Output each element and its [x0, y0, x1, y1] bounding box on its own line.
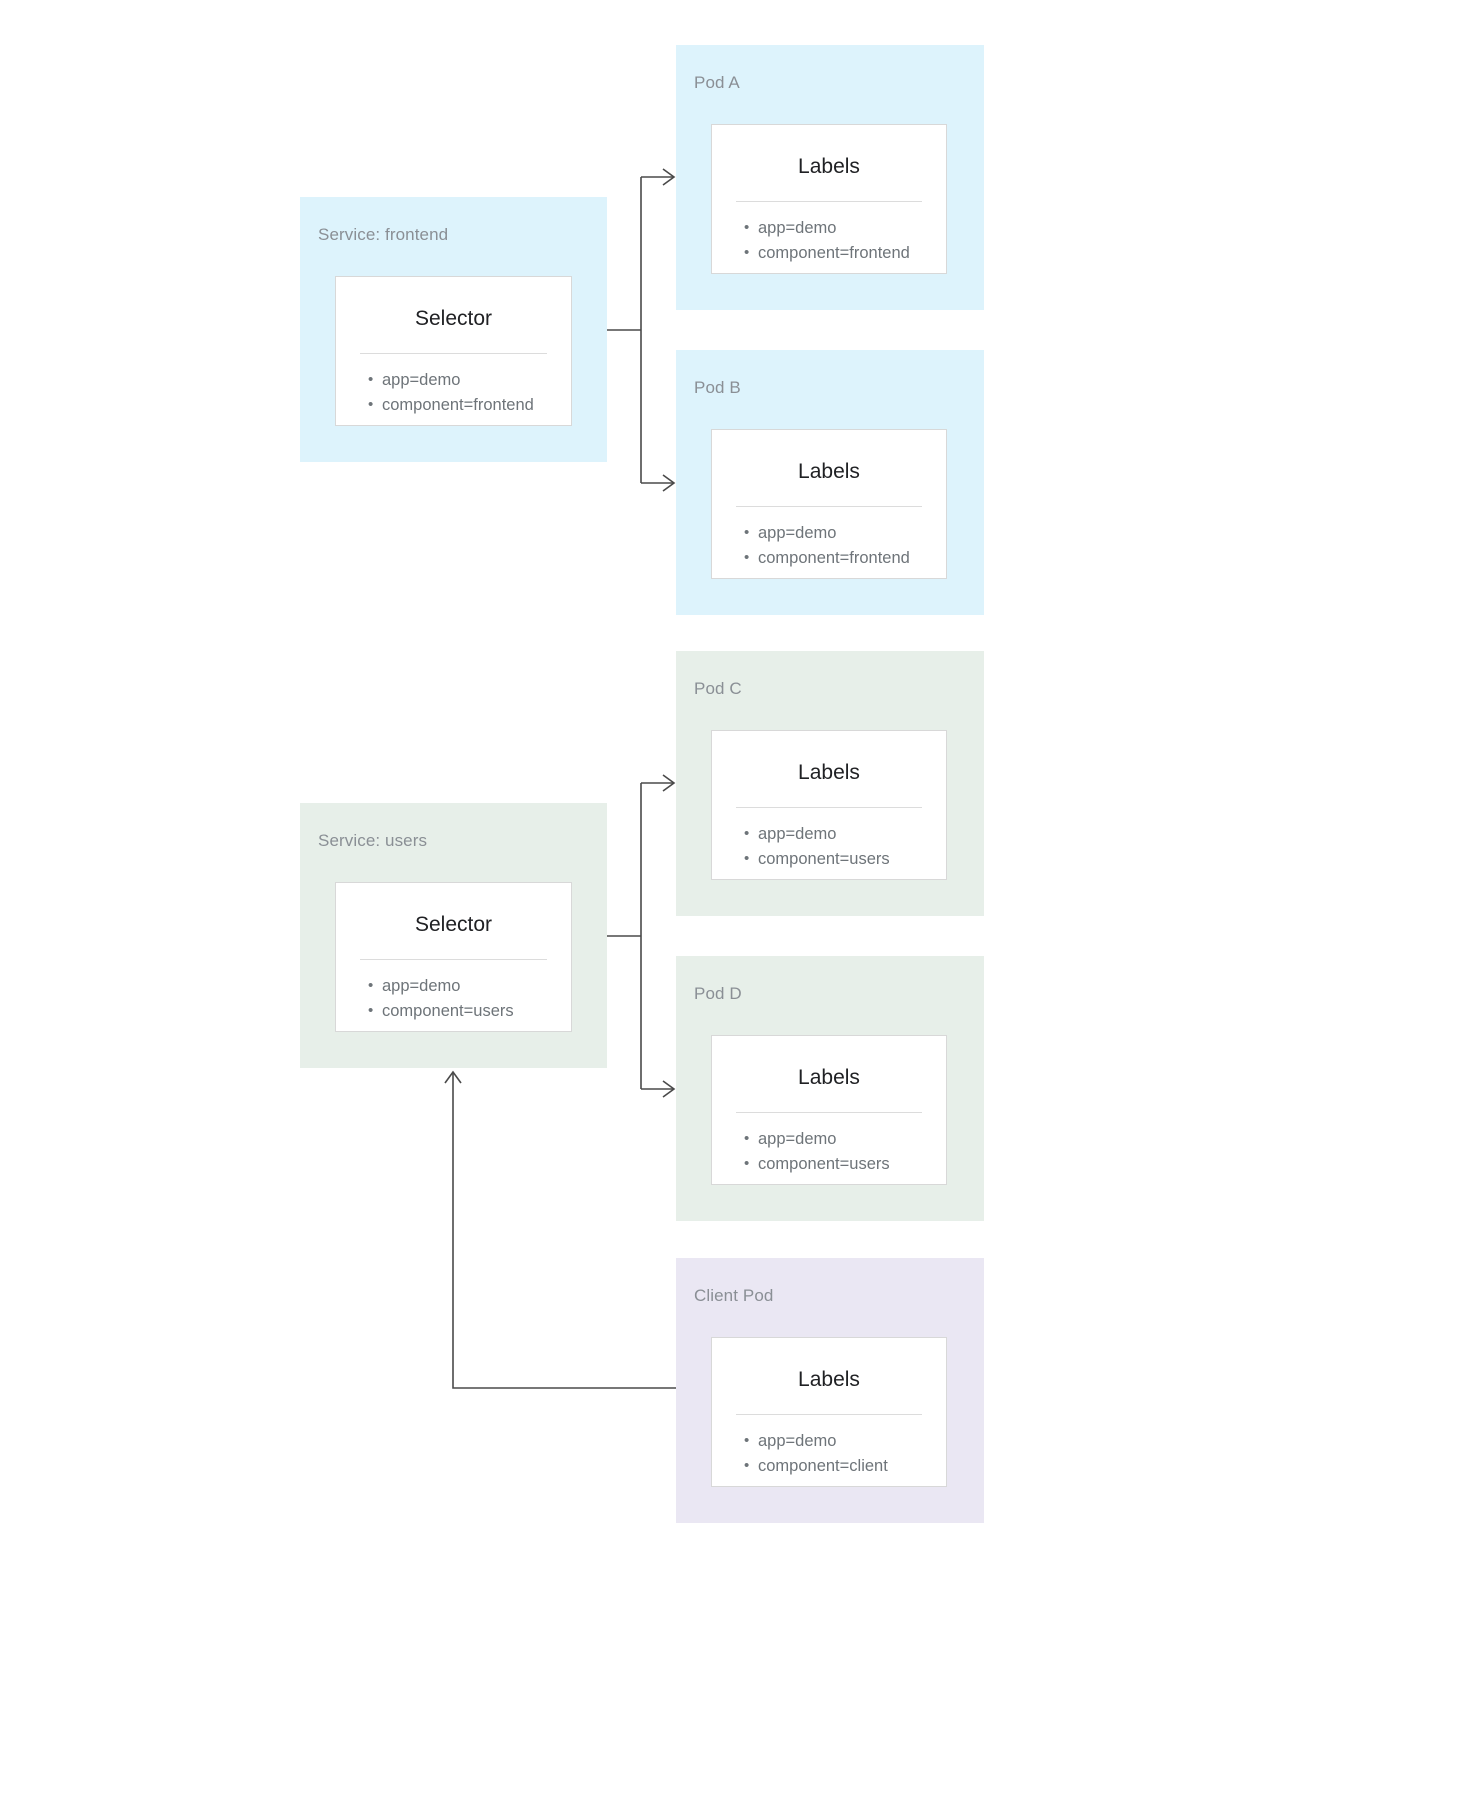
- labels-card-title: Labels: [798, 1066, 860, 1089]
- pod-b-title: Pod B: [694, 378, 741, 397]
- list-item: app=demo: [744, 215, 946, 241]
- labels-card-title: Labels: [798, 460, 860, 483]
- arrow-head-pod-d: [662, 1080, 676, 1098]
- card-divider: [736, 1112, 922, 1113]
- selector-card-title: Selector: [414, 307, 493, 330]
- pod-d-label-list: app=demo component=users: [712, 1113, 946, 1177]
- client-pod-group: Client Pod Labels app=demo component=cli…: [676, 1258, 984, 1523]
- pod-d-group: Pod D Labels app=demo component=users: [676, 956, 984, 1221]
- list-item: component=users: [744, 846, 946, 872]
- list-item: component=frontend: [368, 392, 571, 418]
- pod-a-label-list: app=demo component=frontend: [712, 202, 946, 266]
- client-to-users-wire: [452, 1072, 676, 1389]
- list-item: component=users: [368, 998, 571, 1024]
- card-divider: [736, 201, 922, 202]
- selector-label-list: app=demo component=frontend: [336, 354, 571, 418]
- pod-b-label-list: app=demo component=frontend: [712, 507, 946, 571]
- pod-c-title: Pod C: [694, 679, 742, 698]
- labels-card-title: Labels: [798, 1368, 860, 1391]
- pod-a-group: Pod A Labels app=demo component=frontend: [676, 45, 984, 310]
- arrow-head-service-users: [444, 1070, 462, 1084]
- client-pod-title: Client Pod: [694, 1286, 774, 1305]
- client-pod-labels-card: Labels app=demo component=client: [711, 1337, 947, 1487]
- pod-a-title: Pod A: [694, 73, 740, 92]
- list-item: app=demo: [744, 1428, 946, 1454]
- pod-c-group: Pod C Labels app=demo component=users: [676, 651, 984, 916]
- list-item: component=frontend: [744, 240, 946, 266]
- list-item: component=frontend: [744, 545, 946, 571]
- pod-d-title: Pod D: [694, 984, 742, 1003]
- card-divider: [360, 353, 547, 354]
- selector-label-list: app=demo component=users: [336, 960, 571, 1024]
- arrow-head-pod-b: [662, 474, 676, 492]
- service-users-group: Service: users Selector app=demo compone…: [300, 803, 607, 1068]
- list-item: app=demo: [368, 367, 571, 393]
- pod-b-labels-card: Labels app=demo component=frontend: [711, 429, 947, 579]
- labels-card-title: Labels: [798, 761, 860, 784]
- list-item: app=demo: [744, 520, 946, 546]
- list-item: app=demo: [744, 821, 946, 847]
- service-users-selector-card: Selector app=demo component=users: [335, 882, 572, 1032]
- card-divider: [736, 807, 922, 808]
- arrow-head-pod-a: [662, 168, 676, 186]
- pod-c-label-list: app=demo component=users: [712, 808, 946, 872]
- selector-card-title: Selector: [414, 913, 493, 936]
- client-pod-label-list: app=demo component=client: [712, 1415, 946, 1479]
- pod-b-group: Pod B Labels app=demo component=frontend: [676, 350, 984, 615]
- pod-a-labels-card: Labels app=demo component=frontend: [711, 124, 947, 274]
- list-item: component=client: [744, 1453, 946, 1479]
- service-frontend-group: Service: frontend Selector app=demo comp…: [300, 197, 607, 462]
- service-users-title: Service: users: [318, 831, 428, 850]
- list-item: app=demo: [744, 1126, 946, 1152]
- list-item: component=users: [744, 1151, 946, 1177]
- list-item: app=demo: [368, 973, 571, 999]
- pod-c-labels-card: Labels app=demo component=users: [711, 730, 947, 880]
- card-divider: [736, 1414, 922, 1415]
- labels-card-title: Labels: [798, 155, 860, 178]
- card-divider: [360, 959, 547, 960]
- arrow-head-pod-c: [662, 774, 676, 792]
- service-frontend-selector-card: Selector app=demo component=frontend: [335, 276, 572, 426]
- card-divider: [736, 506, 922, 507]
- pod-d-labels-card: Labels app=demo component=users: [711, 1035, 947, 1185]
- service-frontend-title: Service: frontend: [318, 225, 449, 244]
